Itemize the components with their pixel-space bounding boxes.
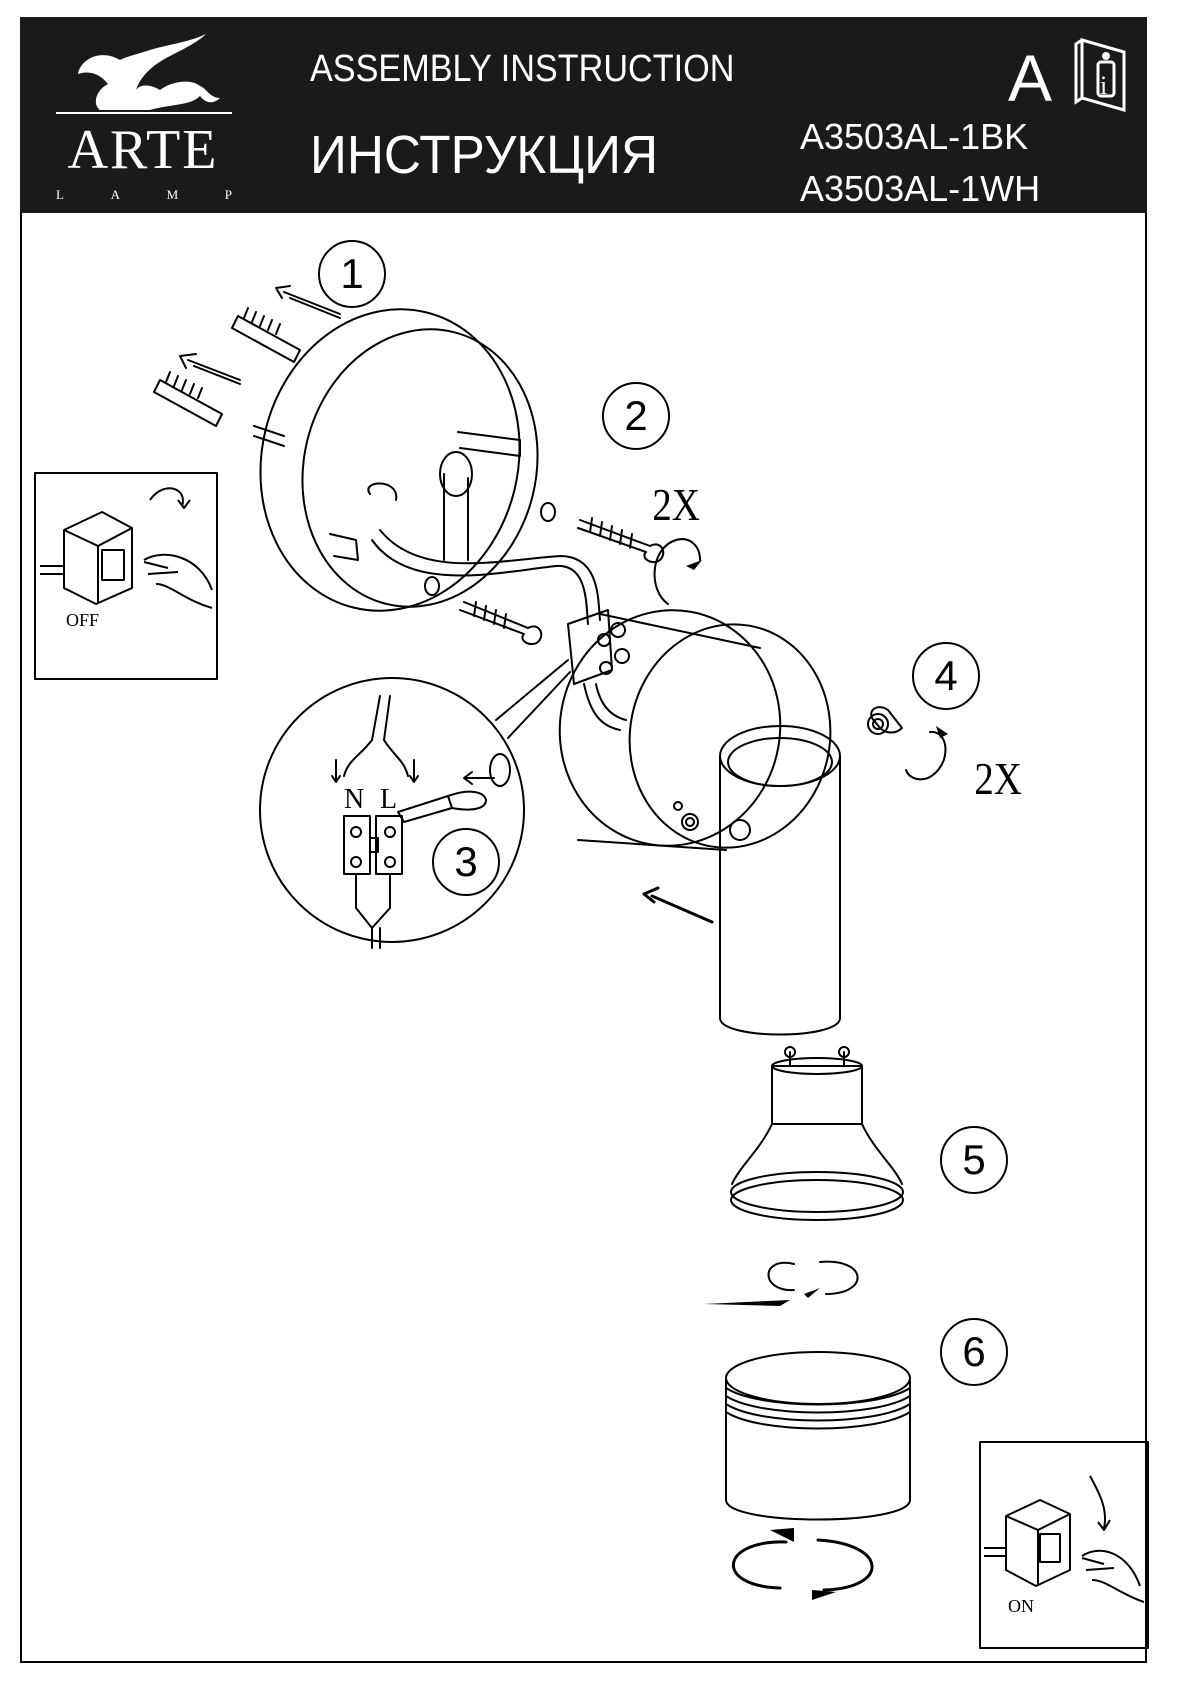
logo-rule xyxy=(56,112,232,114)
brand-sub-letter: L xyxy=(56,187,64,202)
title-english: ASSEMBLY INSTRUCTION xyxy=(310,48,735,90)
screw-icon xyxy=(459,517,665,646)
neutral-label: N xyxy=(344,784,365,815)
step-number: 5 xyxy=(940,1126,1008,1194)
step-number: 3 xyxy=(432,828,500,896)
brand-sub-letter: P xyxy=(224,187,232,202)
switch-on-label: ON xyxy=(1008,1596,1034,1616)
rotate-arrow-icon xyxy=(653,539,677,605)
step-number: 2 xyxy=(602,382,670,450)
wall-plug-icon xyxy=(153,307,301,427)
screw-multiplier: 2X xyxy=(652,479,701,530)
brand-subtitle: L A M P xyxy=(56,187,232,203)
title-russian: ИНСТРУКЦИЯ xyxy=(310,125,659,185)
step-number: 4 xyxy=(912,642,980,710)
brand-sub-letter: M xyxy=(166,187,179,202)
live-label: L xyxy=(380,784,398,815)
brand-name: ARTE xyxy=(67,119,219,181)
version-letter: A xyxy=(1008,41,1053,115)
switch-off-label: OFF xyxy=(66,610,100,630)
step-number: 1 xyxy=(318,240,386,308)
model-number: A3503AL-1BK xyxy=(800,116,1029,157)
brand-sub-letter: A xyxy=(110,187,120,202)
rotate-arrow-icon xyxy=(905,730,947,781)
gu10-bulb-icon xyxy=(730,1046,904,1221)
step-number: 6 xyxy=(940,1318,1008,1386)
terminal-block-icon xyxy=(567,609,630,685)
bolt-multiplier: 2X xyxy=(974,753,1023,804)
model-number: A3503AL-1WH xyxy=(800,168,1041,209)
screwdriver-icon xyxy=(397,790,487,823)
